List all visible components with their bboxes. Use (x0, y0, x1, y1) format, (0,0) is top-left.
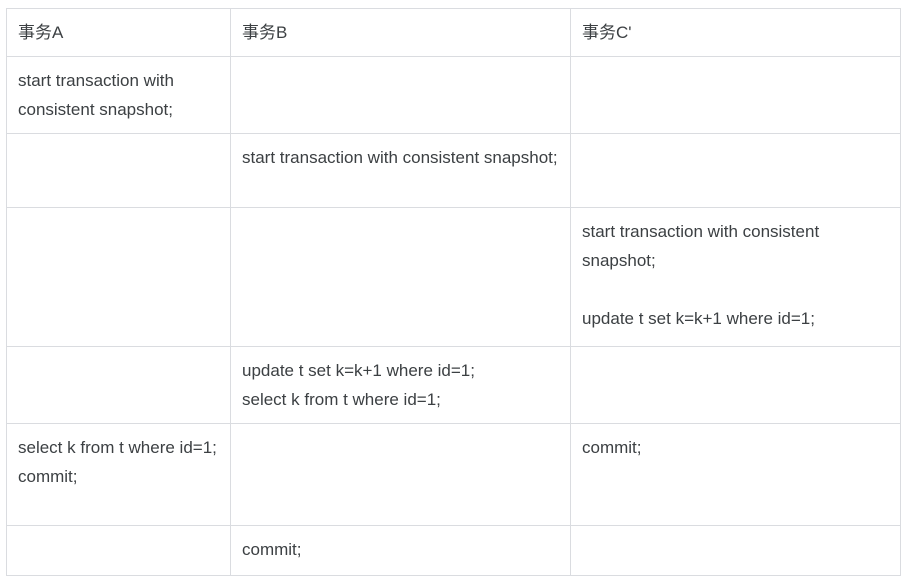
cell-a: start transaction with consistent snapsh… (6, 56, 231, 134)
cell-text: start transaction with consistent snapsh… (582, 222, 820, 328)
cell-b (230, 423, 571, 526)
cell-text: select k from t where id=1; commit; (18, 438, 217, 486)
cell-c (570, 346, 901, 424)
table-row: update t set k=k+1 where id=1; select k … (6, 346, 901, 424)
transaction-table-container: 事务A 事务B 事务C' start transaction with cons… (6, 8, 901, 576)
column-header-transaction-a: 事务A (6, 8, 231, 57)
column-header-label: 事务B (242, 23, 288, 42)
table-header: 事务A 事务B 事务C' (6, 8, 901, 57)
column-header-label: 事务C' (582, 23, 632, 42)
cell-a (6, 133, 231, 208)
cell-text: update t set k=k+1 where id=1; select k … (242, 361, 475, 409)
column-header-transaction-c: 事务C' (570, 8, 901, 57)
cell-b (230, 207, 571, 347)
cell-text: commit; (242, 540, 302, 559)
table-row: start transaction with consistent snapsh… (6, 207, 901, 347)
table-body: start transaction with consistent snapsh… (6, 56, 901, 576)
cell-a (6, 346, 231, 424)
table-row: start transaction with consistent snapsh… (6, 133, 901, 208)
cell-b: update t set k=k+1 where id=1; select k … (230, 346, 571, 424)
cell-text: start transaction with consistent snapsh… (242, 148, 558, 167)
table-row: commit; (6, 525, 901, 576)
cell-text: start transaction with consistent snapsh… (18, 71, 174, 119)
cell-a (6, 207, 231, 347)
cell-b (230, 56, 571, 134)
transaction-sequence-table: 事务A 事务B 事务C' start transaction with cons… (6, 8, 901, 576)
cell-c: commit; (570, 423, 901, 526)
cell-b: commit; (230, 525, 571, 576)
cell-c (570, 133, 901, 208)
cell-a: select k from t where id=1; commit; (6, 423, 231, 526)
table-header-row: 事务A 事务B 事务C' (6, 8, 901, 57)
cell-c: start transaction with consistent snapsh… (570, 207, 901, 347)
table-row: select k from t where id=1; commit; comm… (6, 423, 901, 526)
table-row: start transaction with consistent snapsh… (6, 56, 901, 134)
cell-c (570, 56, 901, 134)
cell-text: commit; (582, 438, 642, 457)
column-header-label: 事务A (18, 23, 64, 42)
cell-c (570, 525, 901, 576)
cell-b: start transaction with consistent snapsh… (230, 133, 571, 208)
column-header-transaction-b: 事务B (230, 8, 571, 57)
cell-a (6, 525, 231, 576)
